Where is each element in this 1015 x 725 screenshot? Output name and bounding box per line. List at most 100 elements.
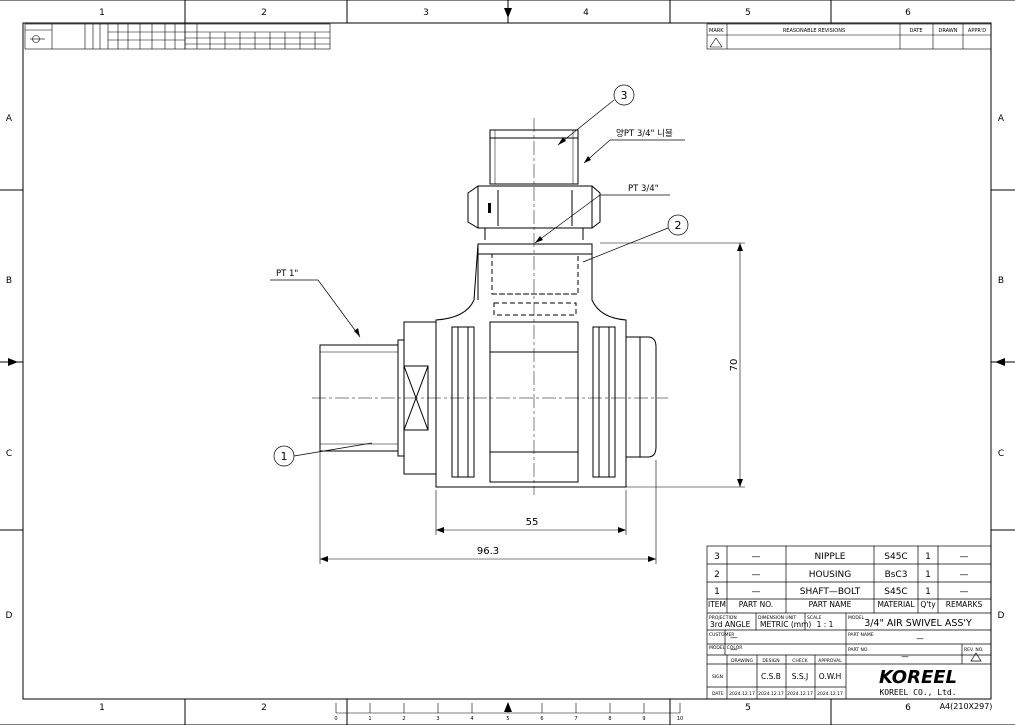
leader-arrows [354,137,591,337]
bom-material: S45C [884,552,907,562]
rev-date-header: DATE [909,28,922,34]
rev-mark-header: MARK [709,28,724,34]
bom-material: BsC3 [885,570,908,580]
scale-tick: 8 [608,716,611,722]
model-color-label: MODEL COLOR [709,645,742,651]
col-label: 2 [261,703,267,713]
scale-tick: 9 [642,716,645,722]
model-label: MODEL [848,615,865,621]
bom-remarks: — [960,570,969,580]
projection-label: PROJECTION [709,615,737,621]
bom-name: SHAFT—BOLT [800,587,861,597]
customer-label: CUSTOMER [709,632,734,638]
col-label: 2 [261,8,267,18]
model-color-value: — [730,645,738,654]
balloon-3: 3 [621,89,628,102]
bom-rows: 3 — NIPPLE S45C 1 — 2 — HOUSING BsC3 1 —… [714,552,968,597]
scale-tick: 10 [677,716,683,722]
dimension-arrows [320,243,743,562]
dim-unit-value: METRIC (mm) [760,620,811,629]
sign-label: SIGN [712,674,723,680]
col-label: 1 [99,8,105,18]
col-label: 3 [423,8,429,18]
row-label: A [998,114,1005,124]
col-label: 4 [583,8,589,18]
design-by: C.S.B [761,672,781,681]
scale-tick: 1 [368,716,371,722]
nipple-thread-note: 양PT 3/4" 니블 [616,128,673,139]
center-arrow-right [995,358,1005,366]
row-label: D [6,611,13,621]
row-label: A [6,114,13,124]
date-label: DATE [712,691,724,697]
col-label: 5 [745,8,751,18]
center-arrow-top [504,8,512,18]
part-no-label: PART NO. [848,647,869,653]
rev-apprd-header: APPR'D [968,28,986,34]
model-value: 3/4" AIR SWIVEL ASS'Y [864,618,972,629]
bom-item: 1 [714,587,720,597]
col-label: 1 [99,703,105,713]
bom-header-remarks: REMARKS [946,600,983,609]
hex-marking-icon [488,203,491,213]
approval-by: O.W.H [819,672,842,681]
row-label: D [998,611,1005,621]
leaders [270,84,689,467]
design-label: DESIGN [762,658,779,664]
customer-value: — [730,633,738,642]
paper-size: A4(210X297) [940,702,993,711]
row-label: B [6,276,12,286]
col-label: 6 [905,8,911,18]
check-label: CHECK [792,658,809,664]
bom-item: 2 [714,570,720,580]
date-approval: 2024.12.17 [817,691,843,697]
date-check: 2024.12.17 [787,691,813,697]
scale-tick: 3 [436,716,439,722]
rev-drawn-header: DRAWN [939,28,958,34]
dim-unit-label: DIMENSION UNIT [758,615,796,621]
scale-value: 1 : 1 [817,620,834,629]
swivel-assembly-view [312,118,668,495]
part-name-label: PART NAME [848,632,874,638]
pt34-thread-note: PT 3/4" [628,184,659,194]
surface-finish-table [24,23,331,50]
part-no-value: — [901,652,909,661]
revisions-table [706,23,992,50]
bom-material: S45C [884,587,907,597]
col-label: 5 [745,703,751,713]
bom-header-part-no: PART NO. [739,600,773,609]
dimension-lines [319,242,745,564]
bom-qty: 1 [925,570,931,580]
balloon-1: 1 [281,450,288,463]
scale-tick: 7 [574,716,577,722]
bom-table [706,545,992,700]
date-design: 2024.12.17 [758,691,784,697]
col-label: 6 [905,703,911,713]
bom-header-qty: Q'ty [920,600,936,609]
bom-qty: 1 [925,552,931,562]
bom-name: HOUSING [809,570,852,580]
projection-value: 3rd ANGLE [710,620,751,629]
bom-remarks: — [960,552,969,562]
scale-tick: 2 [402,716,405,722]
rev-title: REASONABLE REVISIONS [783,28,845,34]
scale-tick: 5 [506,716,509,722]
pt1-thread-note: PT 1" [276,269,298,279]
bom-header-name: PART NAME [809,600,852,609]
scale-tick: 0 [334,716,337,722]
bom-item: 3 [714,552,720,562]
dim-height: 70 [729,359,740,372]
dim-housing-width: 55 [526,517,539,528]
bom-remarks: — [960,587,969,597]
company-name: KOREEL CO., Ltd. [879,688,956,697]
date-drawing: 2024.12.17 [729,691,755,697]
bom-name: NIPPLE [815,552,846,562]
rev-no-label: REV. NO. [964,647,984,653]
drawing-frame [22,22,992,700]
part-name-value: — [916,634,924,643]
check-by: S.S.J [792,672,809,681]
row-label: C [6,449,12,459]
bom-header-material: MATERIAL [877,600,915,609]
bom-part-no: — [752,570,761,580]
